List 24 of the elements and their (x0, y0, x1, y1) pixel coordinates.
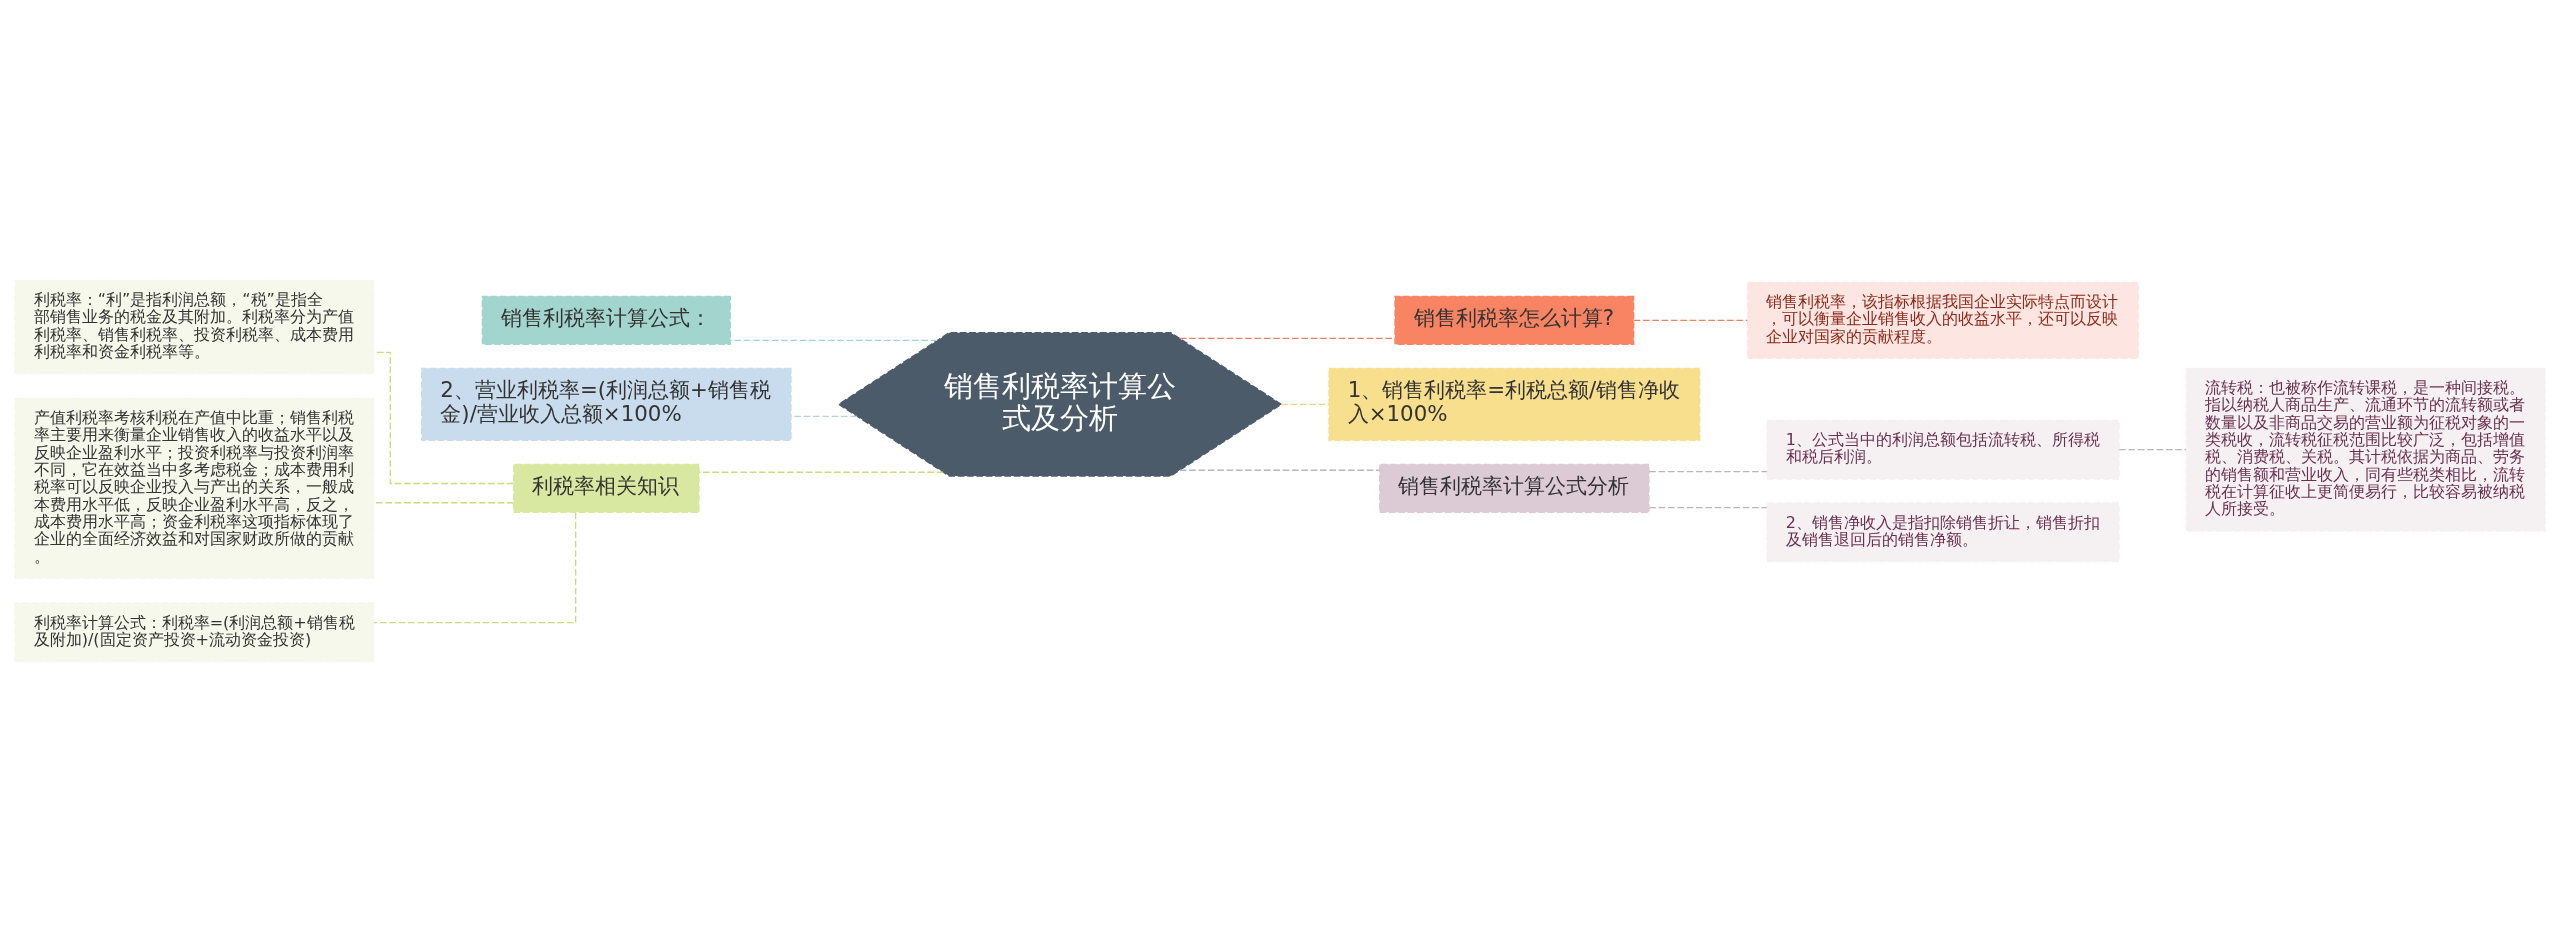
connector (373, 501, 515, 503)
node-box: 1、销售利税率=利税总额/销售净收入×100% (1328, 367, 1701, 441)
node-box: 1、公式当中的利润总额包括流转税、所得税和税后利润。 (1766, 419, 2120, 480)
node-box: 2、营业利税率=(利润总额+销售税金)/营业收入总额×100% (421, 367, 792, 441)
node-box: 利税率相关知识 (513, 463, 700, 513)
connector (729, 339, 938, 341)
connector (790, 415, 858, 417)
connector (1633, 319, 1749, 321)
connector (1648, 470, 1768, 472)
node-box: 流转税：也被称作流转课税，是一种间接税。指以纳税人商品生产、流通环节的流转额或者数量以及非商品交易的营业额为征税对象的一类税收，流转税征税范围比较广泛，包括增值税、消费税、关税。其计税依据为商品、劳务的销售额和营业收入，同有些税类相比，流转税在计算征收上更简便易行，比较容易被纳税人所接受。 (2185, 367, 2546, 532)
node-box: 利税率：“利”是指利润总额，“税”是指全部销售业务的税金及其附加。利税率分为产值利税率、销售利税率、投资利税率、成本费用利税率和资金利税率等。 (14, 279, 375, 374)
node-box: 产值利税率考核利税在产值中比重；销售利税率主要用来衡量企业销售收入的收益水平以及反映企业盈利水平；投资利税率与投资利润率不同，它在效益当中多考虑税金；成本费用利税率可以反映企业投入与产出的关系，一般成本费用水平低，反映企业盈利水平高，反之，成本费用水平高；资金利税率这项指标体现了企业的全面经济效益和对国家财政所做的贡献。 (14, 397, 375, 579)
node-box: 销售利税率计算公式分析 (1379, 463, 1650, 513)
connector (698, 471, 944, 473)
connector (2118, 448, 2187, 450)
node-box: 销售利税率计算公式： (481, 295, 731, 345)
node-box: 利税率计算公式：利税率=(利润总额+销售税及附加)/(固定资产投资+流动资金投资) (14, 601, 375, 662)
node-box: 销售利税率怎么计算? (1394, 295, 1635, 345)
connector (1648, 506, 1768, 508)
connector (1280, 403, 1330, 405)
connector (373, 511, 577, 623)
node-box: 2、销售净收入是指扣除销售折让，销售折扣及销售退回后的销售净额。 (1766, 501, 2120, 562)
connector (1179, 469, 1381, 471)
node-box: 销售利税率，该指标根据我国企业实际特点而设计，可以衡量企业销售收入的收益水平，还可以反映企业对国家的贡献程度。 (1747, 281, 2139, 359)
